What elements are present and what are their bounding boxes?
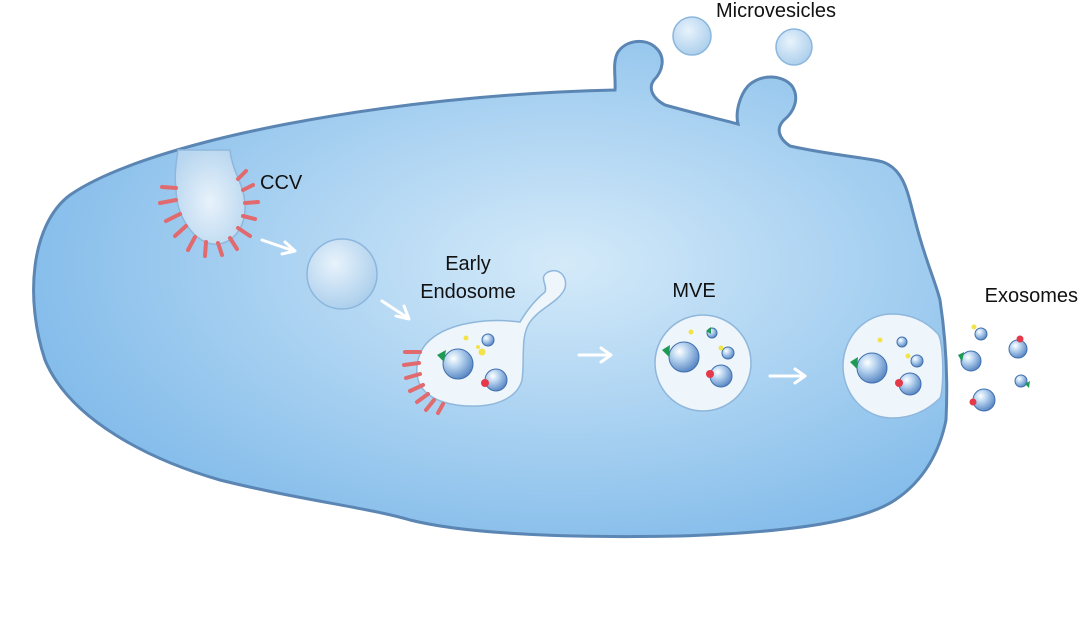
yellow-marker — [476, 345, 480, 349]
green-marker — [662, 345, 670, 357]
red-marker — [481, 379, 489, 387]
exosome — [1008, 339, 1028, 359]
microvesicle — [672, 16, 712, 56]
green-marker — [706, 327, 711, 334]
exosome — [974, 327, 988, 341]
clathrin-coat — [158, 169, 260, 258]
endocytic-vesicle — [306, 238, 378, 310]
fusing-multivesicular-endosome — [842, 313, 944, 419]
yellow-marker — [971, 324, 977, 330]
yellow-marker — [478, 348, 486, 356]
microvesicle — [775, 28, 813, 66]
arrow-mve-to-fusion — [768, 367, 807, 385]
cell-body — [32, 39, 949, 539]
intraluminal-vesicle — [896, 336, 908, 348]
intraluminal-vesicle — [856, 352, 888, 384]
green-marker — [958, 352, 964, 362]
mve-label: MVE — [672, 280, 715, 302]
green-marker — [850, 357, 858, 369]
yellow-marker — [688, 329, 694, 335]
intraluminal-vesicle — [484, 368, 508, 392]
exosome — [1014, 374, 1028, 388]
intraluminal-vesicle — [481, 333, 495, 347]
clathrin-coat — [402, 350, 445, 415]
exosomes — [958, 324, 1030, 412]
red-marker — [969, 398, 977, 406]
yellow-marker — [718, 345, 724, 351]
red-marker — [1016, 335, 1024, 343]
early-endosome-label-line1: Early — [445, 253, 491, 275]
intraluminal-vesicle — [442, 348, 474, 380]
arrow-early-endosome-to-mve — [577, 346, 613, 364]
clathrin-coated-pit — [158, 149, 260, 258]
early-endosome — [402, 269, 567, 415]
green-marker — [437, 350, 446, 362]
green-marker — [1025, 381, 1030, 388]
yellow-marker — [877, 337, 883, 343]
exosome — [972, 388, 996, 412]
microvesicles-label: Microvesicles — [716, 0, 836, 22]
intraluminal-vesicle — [721, 346, 735, 360]
exosome — [960, 350, 982, 372]
arrow-vesicle-to-early-endosome — [380, 299, 411, 321]
exosomes-label: Exosomes — [985, 285, 1078, 307]
arrow-ccv-to-vesicle — [260, 238, 297, 256]
red-marker — [706, 370, 714, 378]
early-endosome-label-line2: Endosome — [420, 281, 516, 303]
intraluminal-vesicle — [910, 354, 924, 368]
yellow-marker — [463, 335, 469, 341]
red-marker — [895, 379, 903, 387]
yellow-marker — [905, 353, 911, 359]
ccv-label: CCV — [260, 172, 303, 194]
intraluminal-vesicle — [668, 341, 700, 373]
multivesicular-endosome — [654, 314, 752, 412]
